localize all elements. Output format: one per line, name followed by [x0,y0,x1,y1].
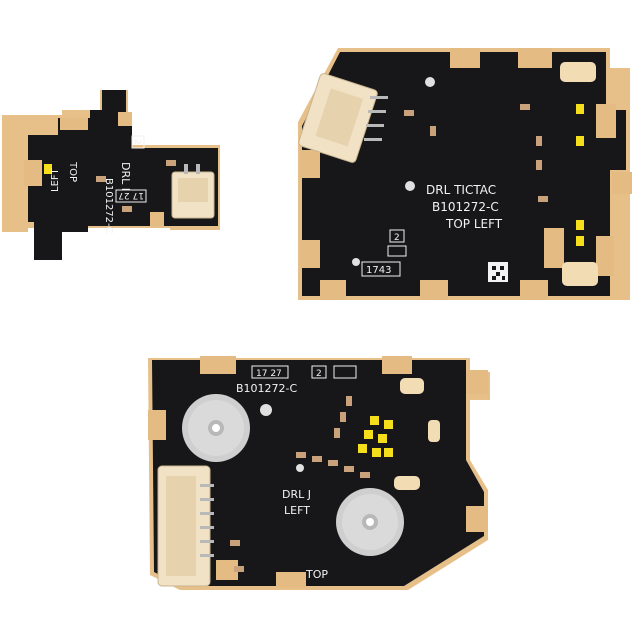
small-board-pad [118,112,132,126]
right-board-label-line3: TOP LEFT [445,217,503,231]
small-board-led [44,164,52,174]
bottom-board-resistor [234,566,244,572]
bottom-board-pad [466,506,488,532]
bottom-board-pad [394,476,420,490]
bottom-board-pad [428,420,440,442]
right-board: DRL TICTAC B101272-C TOP LEFT 2 1743 [298,48,632,300]
bottom-board-rev-box [311,365,327,379]
right-board-via [425,77,435,87]
bottom-board-connector [157,465,214,587]
small-board-label-model: B101272-C [103,178,114,234]
bottom-board: 17 27 2 B101272-C DRL J LEFT TOP [148,356,490,590]
right-board-datamatrix [488,262,508,282]
right-board-via [405,181,415,191]
bottom-board-date-box [251,365,289,379]
right-board-pad [518,48,552,68]
right-board-resistor [536,136,542,146]
small-board-label-top: TOP [67,161,78,182]
bottom-board-via [296,464,304,472]
right-board-pad [450,48,480,68]
right-board-led [576,104,584,114]
bottom-board-pad [276,572,306,588]
right-board-pad [544,228,564,268]
right-board-pad [420,280,448,300]
bottom-board-mount-right [336,488,404,556]
right-board-pad [300,240,320,268]
small-board: DRL I B101272-C LEFT TOP 2 17 27 [2,90,220,260]
bottom-board-pad [200,356,236,374]
bottom-board-resistor [360,472,370,478]
small-board-resistor [96,176,106,182]
small-board-label-left: LEFT [50,168,61,192]
bottom-board-label-top: TOP [305,568,328,581]
small-board-connector [171,164,215,219]
bottom-board-resistor [334,428,340,438]
bottom-board-resistor [346,396,352,406]
bottom-board-resistor [230,540,240,546]
small-board-pcb [28,90,218,260]
right-board-pad [320,280,346,300]
small-board-rev-box [131,135,145,149]
right-board-resistor [536,160,542,170]
right-board-pad [596,104,616,138]
bottom-board-label-date: 17 27 [256,369,282,379]
bottom-board-resistor [344,466,354,472]
right-board-label-line2: B101272-C [432,200,499,214]
bottom-board-pad [466,370,488,394]
small-board-resistor [166,160,176,166]
small-board-date-box [115,189,147,203]
right-board-led [576,220,584,230]
right-board-bars-box [387,245,407,257]
bottom-board-pad [382,356,412,374]
bottom-board-label-model: B101272-C [236,382,298,395]
small-board-pad [24,160,42,186]
bottom-board-label-drl: DRL J [282,488,311,501]
right-board-pad [300,150,320,178]
right-board-resistor [404,110,414,116]
bottom-board-pad [216,560,238,580]
small-board-pad [60,118,88,130]
bottom-board-pad [400,378,424,394]
right-board-led [576,236,584,246]
right-board-resistor [430,126,436,136]
right-board-resistor [538,196,548,202]
right-board-pad [560,62,596,82]
right-board-pad [520,280,548,300]
small-board-label-rev: 2 [132,139,142,145]
bottom-board-mount-left [182,394,250,462]
right-board-pad [562,262,598,286]
bottom-board-resistor [312,456,322,462]
right-board-via [352,258,360,266]
right-board-label-rev: 2 [394,233,400,243]
bottom-board-via [260,404,272,416]
bottom-board-bars-box [333,365,357,379]
bottom-board-resistor [296,452,306,458]
bottom-board-label-left: LEFT [284,504,310,517]
small-board-resistor [122,206,132,212]
right-board-date-box [361,261,401,277]
small-board-label-date: 17 27 [118,190,144,200]
right-board-resistor [520,104,530,110]
bottom-board-label-rev: 2 [316,369,322,379]
right-board-pad [596,236,614,276]
right-board-connector [298,73,388,163]
right-board-label-line1: DRL TICTAC [426,183,496,197]
small-board-label-drl: DRL I [119,162,132,191]
bottom-board-pad [148,410,166,440]
small-board-pad [150,212,164,226]
bottom-board-resistor [340,412,346,422]
right-board-led [576,136,584,146]
right-board-label-date: 1743 [366,265,391,276]
bottom-board-resistor [328,460,338,466]
right-board-pad [612,172,632,194]
bottom-board-led-array [358,416,393,457]
right-board-rev-box [389,229,405,243]
